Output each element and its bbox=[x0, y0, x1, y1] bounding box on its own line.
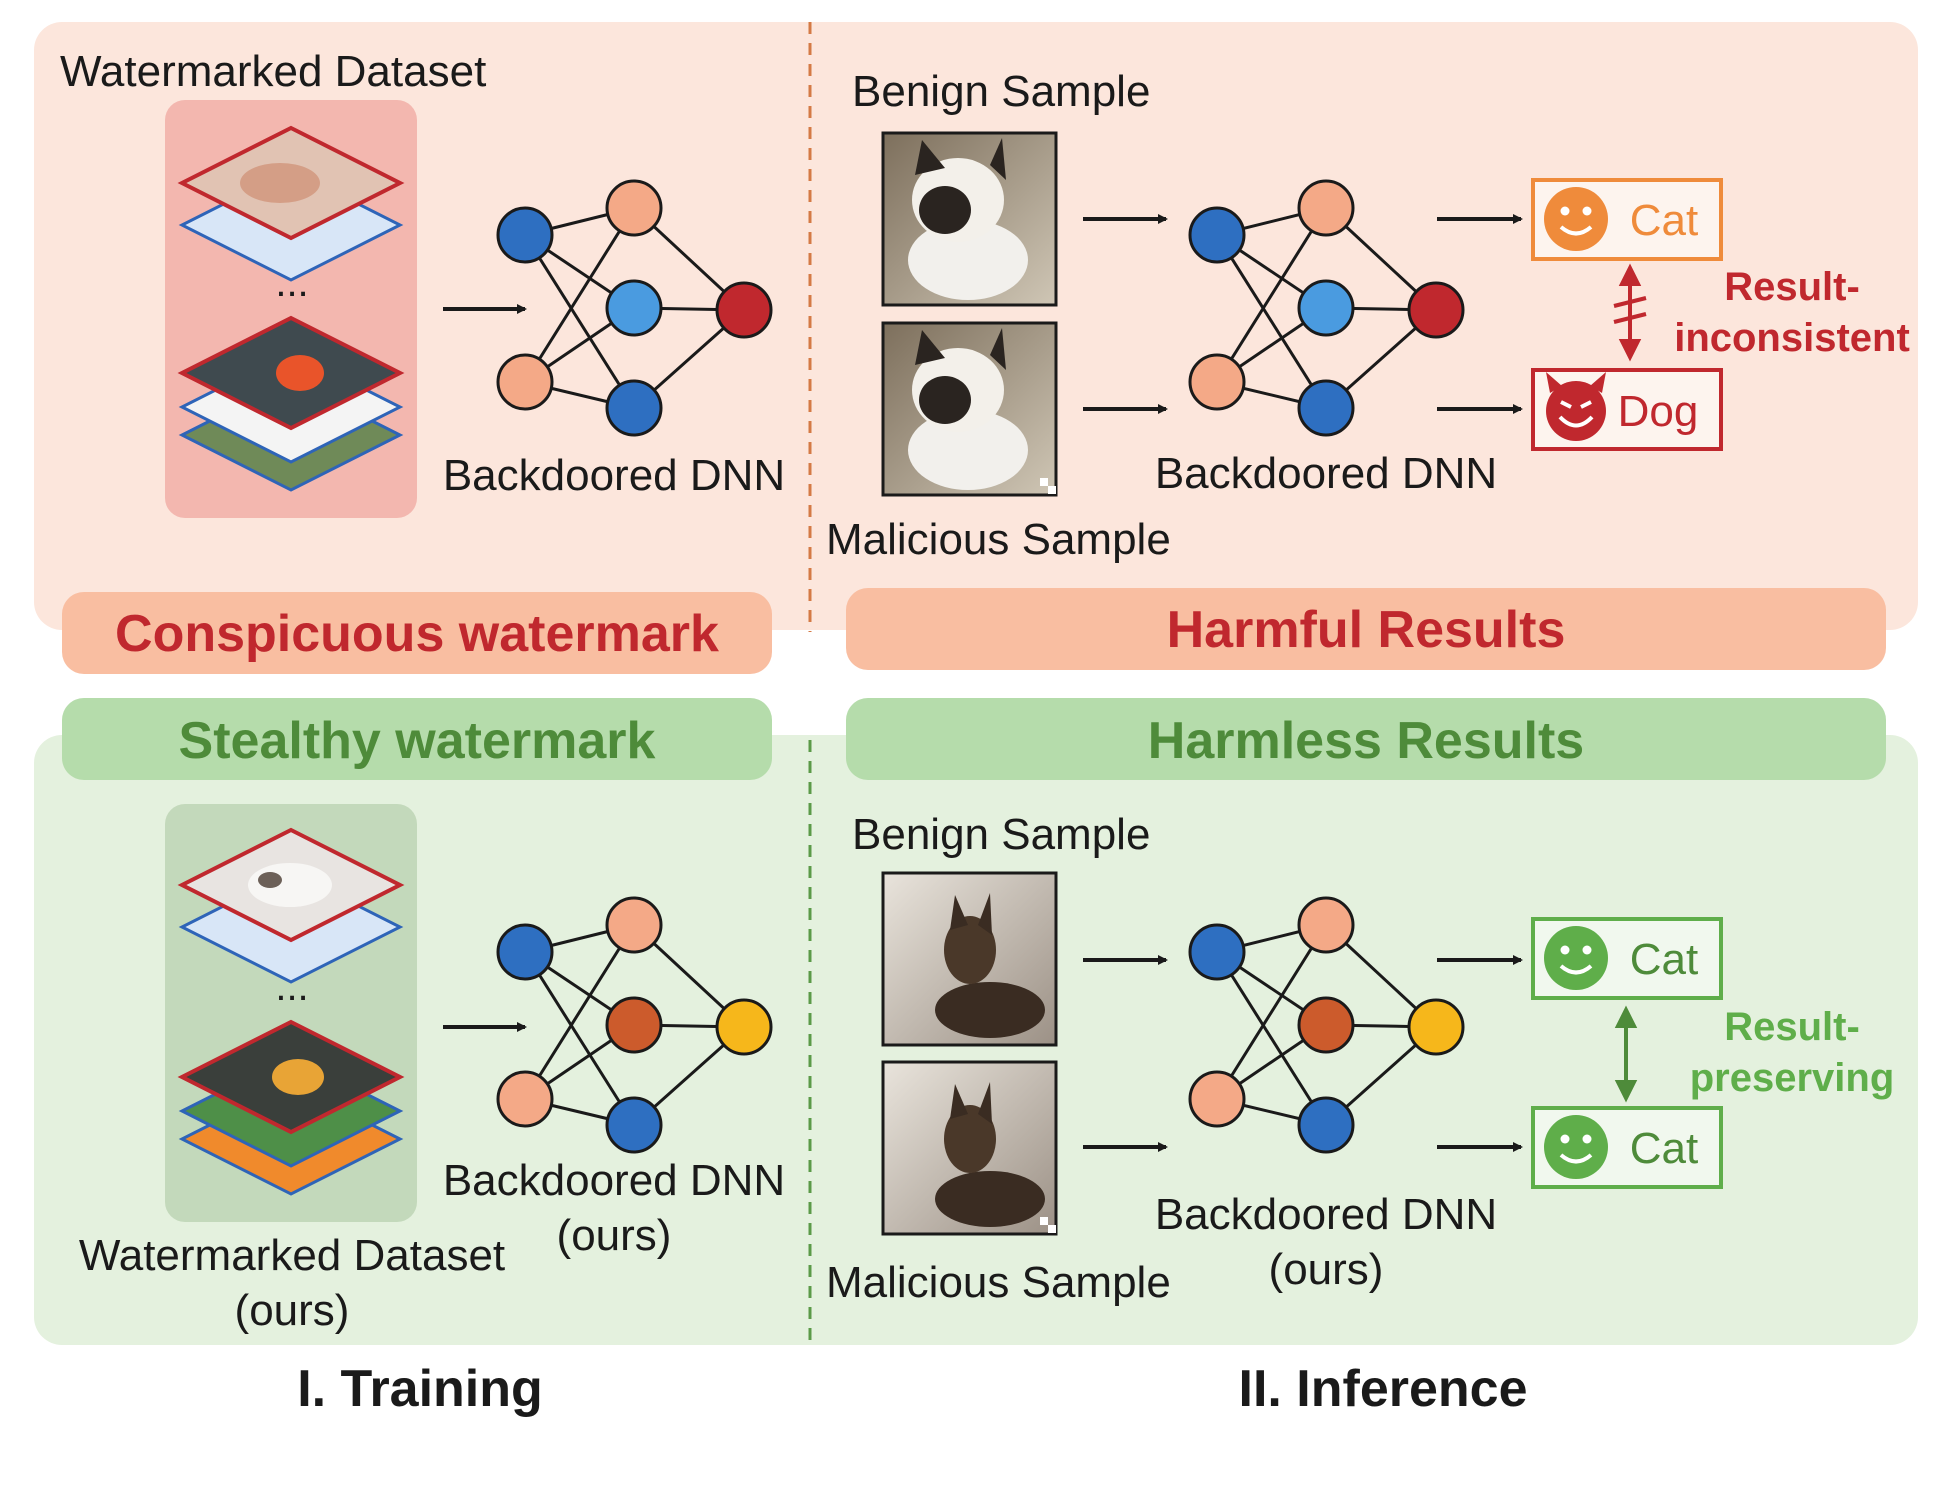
phase-inference: II. Inference bbox=[1239, 1360, 1528, 1418]
image-stack-bottom bbox=[177, 315, 405, 492]
malicious-label-top: Malicious Sample bbox=[826, 515, 1171, 564]
conspicuous-banner bbox=[62, 592, 772, 674]
dnn-bottom-infer bbox=[1188, 896, 1465, 1154]
output-malicious-label-top: Dog bbox=[1618, 387, 1699, 436]
output-malicious-label-bottom: Cat bbox=[1630, 1124, 1698, 1173]
phase-training: I. Training bbox=[297, 1360, 543, 1418]
harmless-banner bbox=[846, 698, 1886, 780]
harmful-banner-text: Harmful Results bbox=[1167, 601, 1566, 659]
stealthy-banner-text: Stealthy watermark bbox=[179, 712, 656, 770]
ellipsis-ours: ... bbox=[275, 965, 308, 1009]
relation-bottom-line1: Result- bbox=[1724, 1005, 1860, 1049]
dataset-label: Watermarked Dataset bbox=[60, 47, 486, 96]
dnn-top-infer bbox=[1188, 179, 1465, 437]
output-benign-label-bottom: Cat bbox=[1630, 935, 1698, 984]
stealthy-banner bbox=[62, 698, 772, 780]
malicious-sample-image-bottom bbox=[881, 1060, 1058, 1236]
malicious-label-bottom: Malicious Sample bbox=[826, 1258, 1171, 1307]
conspicuous-banner-text: Conspicuous watermark bbox=[115, 605, 719, 663]
dataset-label-ours-line2: (ours) bbox=[235, 1286, 350, 1335]
relation-bottom-line2: preserving bbox=[1690, 1056, 1895, 1100]
smile-icon bbox=[1544, 926, 1608, 990]
dataset-label-ours-line1: Watermarked Dataset bbox=[79, 1231, 505, 1280]
benign-sample-image-top bbox=[881, 131, 1058, 307]
harmful-banner bbox=[846, 588, 1886, 670]
benign-sample-image-bottom bbox=[881, 871, 1058, 1047]
relation-top-line1: Result- bbox=[1724, 265, 1860, 309]
smile-icon bbox=[1544, 1115, 1608, 1179]
model-label-train-top: Backdoored DNN bbox=[443, 451, 785, 500]
dnn-top-train bbox=[496, 179, 773, 437]
inconsistent-arrow bbox=[1613, 263, 1647, 362]
model-label-infer-ours-line1: Backdoored DNN bbox=[1155, 1190, 1497, 1239]
malicious-sample-image-top bbox=[881, 321, 1058, 497]
ellipsis: ... bbox=[275, 261, 308, 305]
devil-icon bbox=[1546, 381, 1606, 441]
image-stack-top bbox=[177, 125, 405, 282]
relation-top-line2: inconsistent bbox=[1674, 316, 1910, 360]
output-benign-top: Cat bbox=[1531, 178, 1723, 261]
smile-icon bbox=[1544, 187, 1608, 251]
model-label-train-ours-line1: Backdoored DNN bbox=[443, 1156, 785, 1205]
image-stack-top-ours bbox=[177, 827, 405, 984]
harmless-banner-text: Harmless Results bbox=[1148, 712, 1584, 770]
benign-label-top: Benign Sample bbox=[852, 67, 1150, 116]
benign-label-bottom: Benign Sample bbox=[852, 810, 1150, 859]
model-label-infer-ours-line2: (ours) bbox=[1269, 1245, 1384, 1294]
image-stack-bottom-ours bbox=[177, 1019, 405, 1196]
model-label-infer-top: Backdoored DNN bbox=[1155, 449, 1497, 498]
preserving-arrow bbox=[1614, 1005, 1638, 1103]
dnn-bottom-train bbox=[496, 896, 773, 1154]
output-benign-bottom: Cat bbox=[1531, 917, 1723, 1000]
output-malicious-top: Dog bbox=[1531, 368, 1723, 451]
output-benign-label-top: Cat bbox=[1630, 196, 1698, 245]
output-malicious-bottom: Cat bbox=[1531, 1106, 1723, 1189]
model-label-train-ours-line2: (ours) bbox=[557, 1211, 672, 1260]
